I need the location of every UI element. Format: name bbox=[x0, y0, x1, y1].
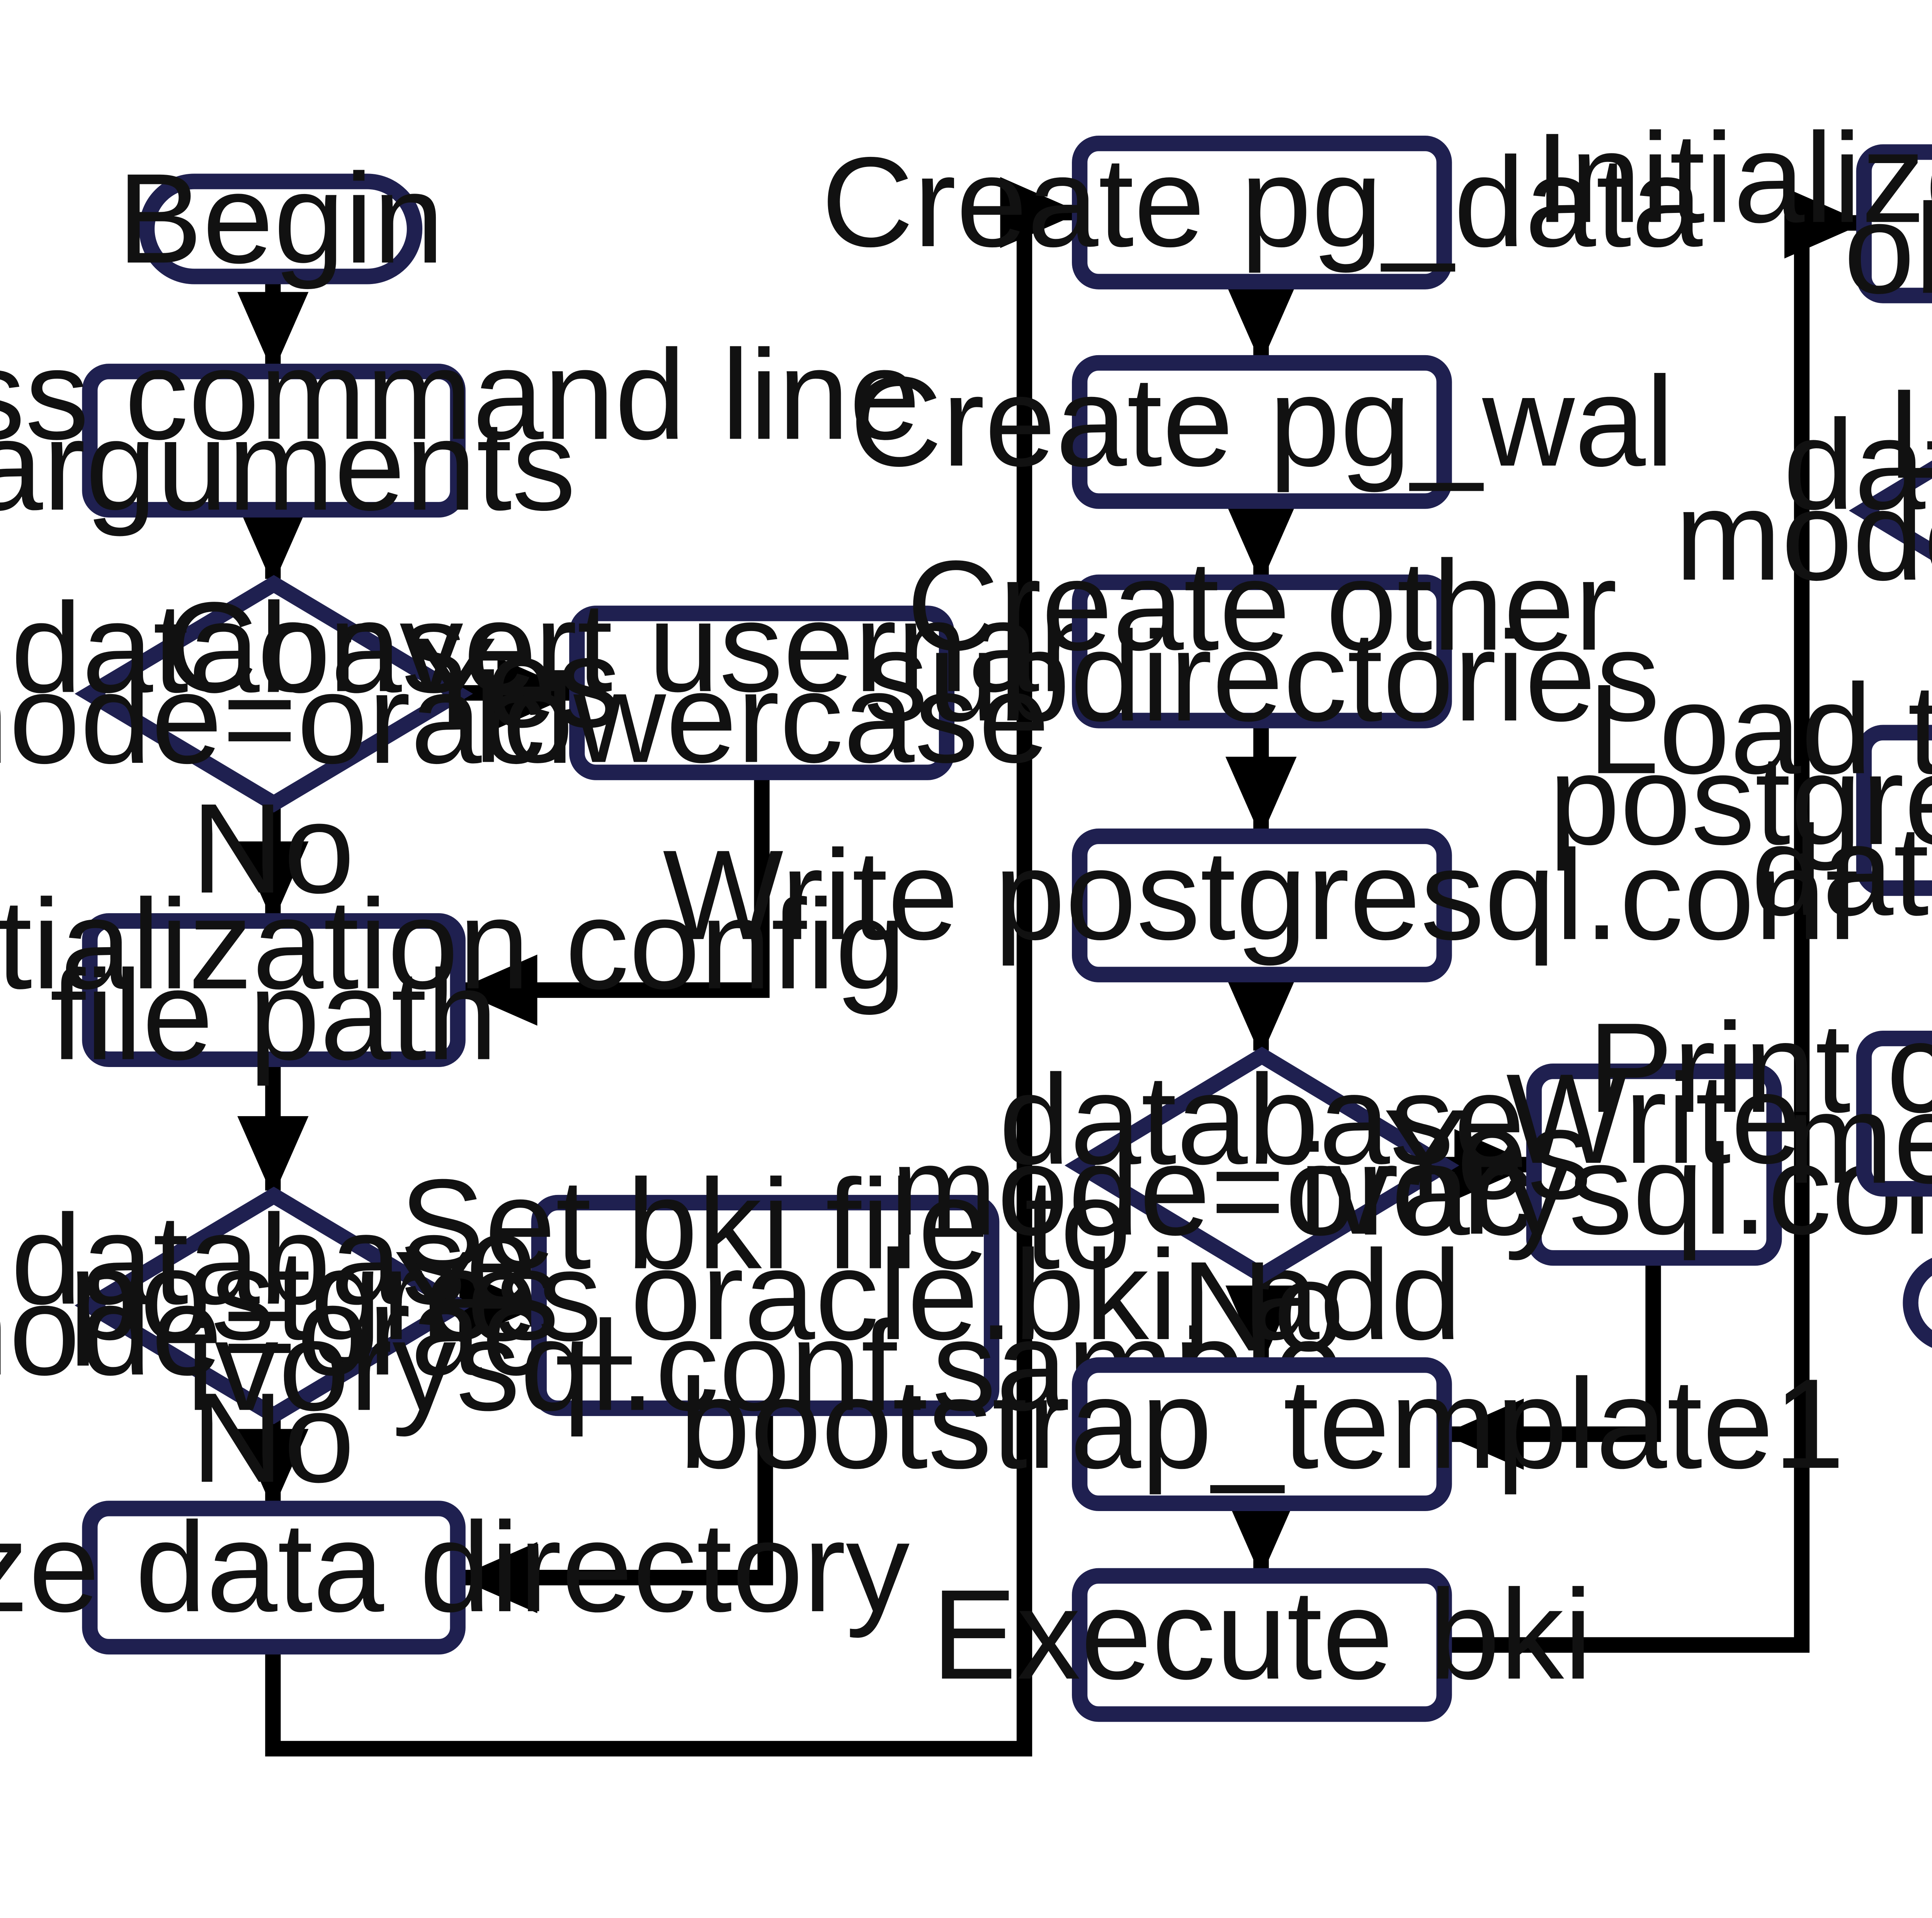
node-end[interactable]: End bbox=[1903, 1221, 1932, 1364]
node-decide_mode_1[interactable]: databasemode=oracle bbox=[0, 575, 645, 813]
node-label: Load template0,postgres, ivorysqldatabas… bbox=[1549, 658, 1932, 943]
node-create_pg_wal[interactable]: Create pg_wal bbox=[850, 350, 1674, 509]
node-init_db_objects[interactable]: Initialize databaseobjects bbox=[1534, 107, 1932, 321]
edge-label-lbl-no-2: No bbox=[191, 1366, 355, 1509]
decision-diamond bbox=[1065, 1047, 1459, 1285]
node-label: Begin bbox=[117, 147, 444, 291]
node-write_pgconf[interactable]: Write postgresql.conf bbox=[663, 824, 1862, 982]
process-box bbox=[82, 364, 466, 518]
process-box bbox=[1856, 144, 1932, 303]
node-decide_mode_3[interactable]: databasemode=oracle bbox=[891, 1047, 1633, 1285]
edge-label-lbl-yes-1: Yes bbox=[412, 611, 621, 754]
node-label: Execute bki bbox=[932, 1563, 1592, 1706]
node-load_templates[interactable]: Load template0,postgres, ivorysqldatabas… bbox=[1549, 658, 1932, 943]
node-label: databasemode=oracle bbox=[891, 1048, 1633, 1262]
node-init_data_dir[interactable]: Initialize data directory bbox=[0, 1496, 910, 1655]
node-label: bootstrap_template1 bbox=[679, 1352, 1845, 1496]
node-process_args[interactable]: Process command linearguments bbox=[0, 323, 920, 538]
edge-label-lbl-no-3: No bbox=[1181, 1235, 1345, 1378]
node-label: Write postgresql.conf bbox=[663, 824, 1861, 967]
node-label: databasemode=oracle bbox=[0, 577, 645, 790]
edge-initdir-to-create-pg-data bbox=[265, 177, 1081, 1756]
node-label: Create pg_data bbox=[821, 131, 1703, 274]
node-execute_bki[interactable]: Execute bki bbox=[932, 1563, 1592, 1722]
decision-diamond bbox=[1849, 460, 1932, 561]
node-create_pg_data[interactable]: Create pg_data bbox=[821, 131, 1703, 289]
process-box bbox=[1856, 725, 1932, 896]
process-box bbox=[1072, 828, 1452, 982]
node-create_other[interactable]: Create othersubdirectories bbox=[864, 534, 1660, 748]
node-layer: BeginProcess command linearguments databa… bbox=[0, 107, 1932, 1722]
node-write_ivoryconf[interactable]: Writeivorysql.conf bbox=[1299, 1047, 1932, 1266]
edge-label-lbl-no-1: No bbox=[191, 777, 355, 920]
node-label: Writeivorysql.conf bbox=[1299, 1047, 1932, 1262]
process-box bbox=[569, 606, 955, 780]
terminator-shape bbox=[1903, 1258, 1932, 1348]
node-label: Create othersubdirectories bbox=[864, 534, 1660, 748]
node-bootstrap_t1[interactable]: bootstrap_template1 bbox=[679, 1352, 1845, 1511]
connector-layer bbox=[237, 177, 1866, 1756]
edge-label-layer: YesNoYesNoYesNoYesNo bbox=[191, 611, 1592, 1509]
node-decide_mode_4[interactable]: databasemode=oracle bbox=[1675, 393, 1932, 620]
node-label: Initialize databaseobjects bbox=[1534, 107, 1932, 321]
process-box bbox=[1072, 355, 1452, 509]
decision-diamond bbox=[75, 1186, 473, 1424]
node-label: Set initialization configfile path bbox=[0, 873, 906, 1087]
decision-diamond bbox=[75, 575, 473, 813]
node-label: databasemode=oracle bbox=[1675, 393, 1932, 607]
process-box bbox=[1072, 1357, 1452, 1511]
process-box bbox=[1072, 574, 1452, 728]
process-box bbox=[1072, 135, 1452, 289]
node-begin[interactable]: Begin bbox=[117, 147, 444, 291]
edge-setbki-to-initdir bbox=[456, 1408, 773, 1613]
process-box bbox=[1526, 1064, 1782, 1266]
node-print_completion[interactable]: Print completionmessage bbox=[1588, 996, 1932, 1211]
node-label: Print completionmessage bbox=[1588, 996, 1932, 1211]
process-box bbox=[82, 913, 466, 1067]
node-set_config_path[interactable]: Set initialization configfile path bbox=[0, 873, 906, 1087]
process-box bbox=[1072, 1568, 1452, 1722]
edge-label-lbl-yes-3: Yes bbox=[1383, 1083, 1592, 1226]
node-label: Create pg_wal bbox=[850, 350, 1674, 494]
edge-label-lbl-yes-2: Yes bbox=[393, 1225, 602, 1368]
process-box bbox=[1856, 1031, 1932, 1197]
node-label: Load plisq procedurallanguage andivorysq… bbox=[1888, 362, 1932, 647]
process-box bbox=[82, 1501, 466, 1655]
edge-write-ivoryconf-to-bootstrap bbox=[1443, 1258, 1661, 1470]
node-label: Initialize data directory bbox=[0, 1496, 910, 1639]
edge-convert-to-setpath bbox=[456, 772, 770, 1026]
node-load_plisq[interactable]: Load plisq procedurallanguage andivorysq… bbox=[1888, 362, 1932, 647]
node-label: Process command linearguments bbox=[0, 323, 920, 538]
process-box bbox=[531, 1195, 1000, 1416]
terminator-shape bbox=[139, 174, 423, 284]
edge-execute-bki-to-init-db-objects bbox=[1444, 187, 1866, 1653]
